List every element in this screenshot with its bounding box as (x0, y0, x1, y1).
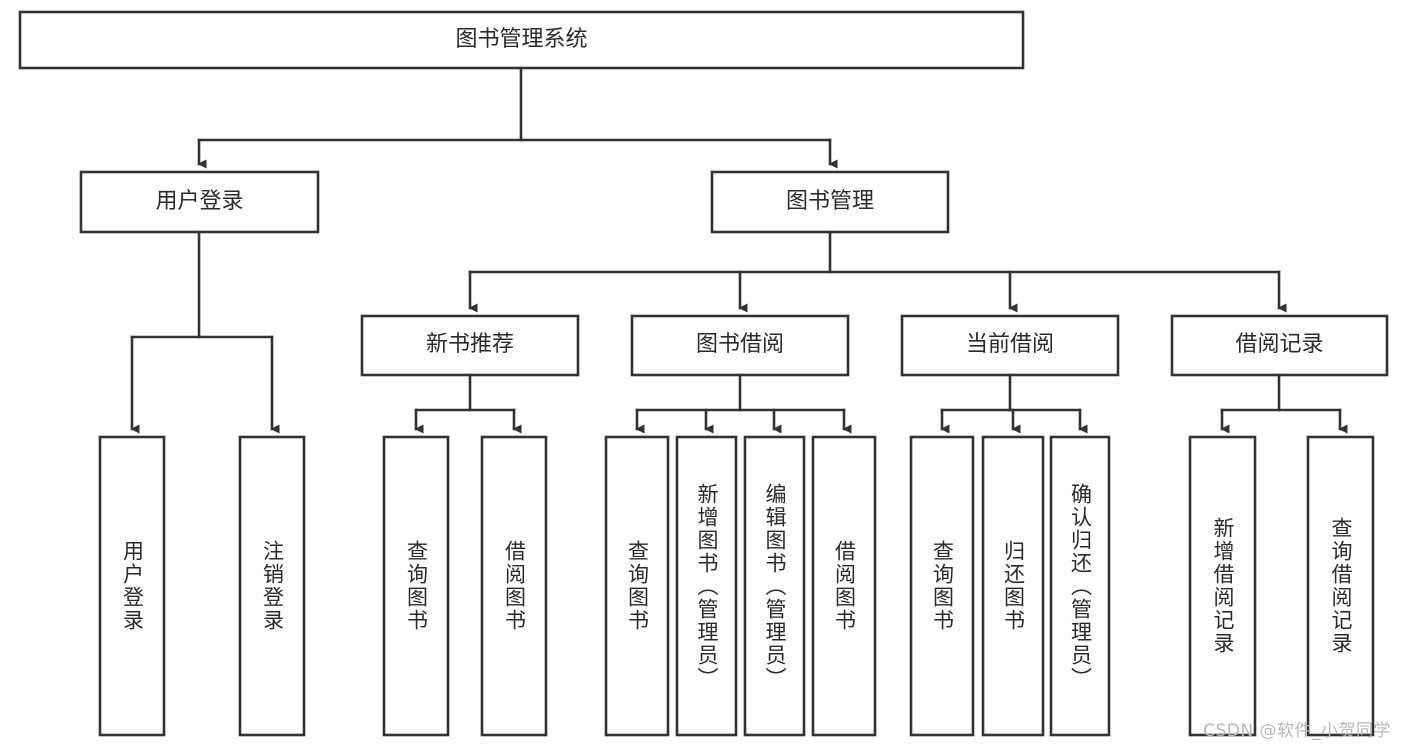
node-box-query-book-1[interactable] (382, 435, 450, 737)
watermark-text: CSDN @软件_小贺同学 (1203, 721, 1391, 741)
connector-book-borrow-children (635, 373, 852, 434)
node-box-edit-book-admin[interactable] (743, 435, 806, 737)
node-box-borrow-book-2[interactable] (811, 435, 877, 737)
node-box-confirm-return-admin[interactable] (1049, 435, 1111, 737)
node-box-borrow-book-1[interactable] (480, 435, 548, 737)
node-box-return-book[interactable] (981, 435, 1045, 737)
connector-book-management-children (468, 230, 1287, 313)
connector-current-borrow-children (940, 373, 1088, 434)
node-box-add-book-admin[interactable] (675, 435, 738, 737)
connector-user-login-children (130, 230, 280, 434)
node-box-root[interactable] (18, 10, 1025, 70)
node-box-user-login[interactable] (79, 170, 320, 234)
node-box-query-borrow-record[interactable] (1306, 435, 1375, 737)
node-box-query-book-2[interactable] (604, 435, 670, 737)
connector-root-children (197, 66, 838, 169)
node-box-add-borrow-record[interactable] (1188, 435, 1257, 737)
node-box-user-login-leaf[interactable] (98, 435, 166, 737)
node-box-current-borrow[interactable] (900, 314, 1120, 377)
node-box-user-logout-leaf[interactable] (238, 435, 306, 737)
node-box-query-book-3[interactable] (909, 435, 975, 737)
connector-new-book-recommend-children (414, 373, 522, 434)
node-box-book-borrow[interactable] (630, 314, 850, 377)
node-box-new-book-recommend[interactable] (360, 314, 580, 377)
node-box-book-management[interactable] (710, 170, 950, 234)
node-box-borrow-record[interactable] (1170, 314, 1389, 377)
connector-borrow-record-children (1220, 373, 1348, 434)
